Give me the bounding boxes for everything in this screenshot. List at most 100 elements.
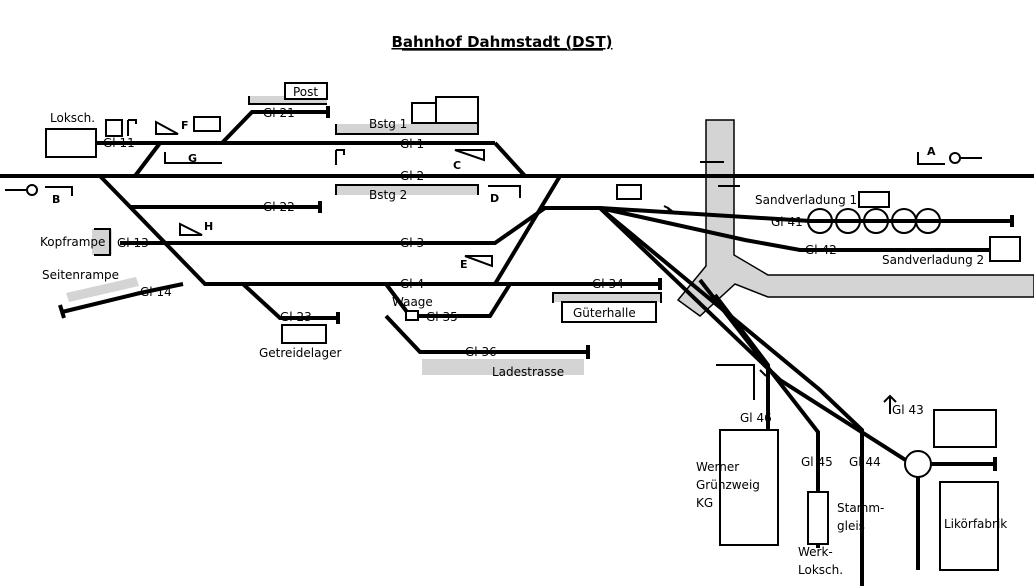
kopframpe-area — [92, 229, 112, 255]
signal-g-icon — [164, 152, 222, 164]
label-werner-line1: Werner — [696, 460, 739, 474]
signal-g-label: G — [188, 152, 197, 165]
label-sandverladung1: Sandverladung 1 — [755, 193, 857, 207]
label-loksch: Loksch. — [50, 111, 95, 125]
signal-b-icon — [5, 184, 73, 196]
signalbox-east — [616, 184, 642, 200]
label-gl22: Gl 22 — [263, 200, 295, 214]
label-stammgleis-line2: gleis — [837, 519, 865, 533]
gueterhalle-ramp — [553, 292, 661, 302]
platform-bstg2 — [336, 185, 478, 195]
signal-f-icon — [155, 120, 179, 135]
label-gl11: Gl 11 — [103, 136, 135, 150]
gueterhalle-edge — [552, 292, 662, 303]
gl1-signal-icon — [335, 149, 345, 165]
label-bstg2: Bstg 2 — [369, 188, 407, 202]
werkloksch-building — [807, 491, 829, 545]
ladestrasse-area — [422, 359, 584, 375]
turntable — [904, 450, 932, 478]
post-building — [284, 82, 328, 100]
signal-d-icon — [488, 185, 521, 198]
label-gl43: Gl 43 — [892, 403, 924, 417]
gl14-buffer — [58, 304, 66, 319]
track-gl42[interactable] — [599, 206, 1000, 252]
loksch-building — [45, 128, 97, 158]
track-gl35[interactable] — [384, 282, 512, 318]
gueterhalle-building — [561, 301, 657, 323]
label-getreidelager: Getreidelager — [259, 346, 341, 360]
track-gl14[interactable] — [61, 282, 184, 314]
track-gl36[interactable] — [384, 314, 588, 354]
track-gl44[interactable] — [598, 206, 864, 586]
label-gl42: Gl 42 — [805, 243, 837, 257]
sandverladung1-building — [858, 191, 890, 208]
track-gl1-west-switch[interactable] — [133, 141, 162, 178]
gl11-signal-icon — [127, 119, 137, 136]
label-gl35: Gl 35 — [426, 310, 458, 324]
label-gl21: Gl 21 — [263, 106, 295, 120]
tower-icon — [105, 119, 123, 137]
signal-h-icon — [179, 222, 203, 236]
getreidelager-building — [281, 324, 327, 344]
label-gl44: Gl 44 — [849, 455, 881, 469]
track-diag-west[interactable] — [98, 174, 495, 286]
gl43-arrow-icon — [883, 394, 897, 414]
label-gl41: Gl 41 — [771, 215, 803, 229]
sandverladung2-building — [989, 236, 1021, 262]
label-likoerfabrik: Likörfabrik — [944, 517, 1007, 531]
signal-b-label: B — [52, 193, 60, 206]
bstg1-building-large — [435, 96, 479, 124]
label-gl34: Gl 34 — [592, 277, 624, 291]
signal-c-icon — [454, 149, 485, 162]
label-werkloksch-line1: Werk- — [798, 545, 833, 559]
label-gl23: Gl 23 — [280, 310, 312, 324]
label-waage: Waage — [392, 295, 433, 309]
label-gl45: Gl 45 — [801, 455, 833, 469]
label-werner-line3: KG — [696, 496, 713, 510]
track-gl43[interactable] — [598, 206, 920, 570]
label-gl3: Gl 3 — [400, 236, 424, 250]
label-gl46: Gl 46 — [740, 411, 772, 425]
signalbox-f — [193, 116, 221, 132]
signal-a-label: A — [927, 145, 936, 158]
label-stammgleis-line1: Stamm- — [837, 501, 884, 515]
bstg1-building-small — [411, 102, 439, 124]
label-gl13: Gl 13 — [117, 236, 149, 250]
label-gl4: Gl 4 — [400, 277, 424, 291]
track-gl21[interactable] — [220, 110, 328, 145]
likoerfabrik-building — [939, 481, 999, 571]
seitenrampe-area — [66, 277, 139, 302]
track-gl1-east-switch[interactable] — [493, 141, 527, 178]
track-gl41[interactable] — [599, 206, 1012, 223]
bstg1-edge — [335, 124, 479, 135]
bstg2-edge — [335, 184, 479, 195]
label-post: Post — [293, 85, 318, 99]
track-gl3[interactable] — [150, 206, 600, 245]
signal-e-icon — [464, 255, 493, 268]
gl46-arrow-icon — [759, 369, 767, 377]
signal-d-label: D — [490, 192, 499, 205]
label-gl14: Gl 14 — [140, 285, 172, 299]
track-gl4-switch[interactable] — [493, 174, 562, 286]
signal-e-label: E — [460, 258, 468, 271]
waage-box — [405, 310, 419, 321]
gl41-arrow-icon — [663, 205, 677, 215]
label-gl1: Gl 1 — [400, 137, 424, 151]
platform-bstg1 — [336, 124, 478, 134]
post-platform-edge — [248, 96, 327, 105]
label-gl36: Gl 36 — [465, 345, 497, 359]
track-gl23[interactable] — [241, 282, 338, 320]
likoerfabrik-annex — [933, 409, 997, 448]
signal-f-label: F — [181, 119, 189, 132]
label-bstg1: Bstg 1 — [369, 117, 407, 131]
label-werkloksch-line2: Loksch. — [798, 563, 843, 577]
kopframpe-edge — [94, 228, 111, 256]
label-gueterhalle: Güterhalle — [573, 306, 636, 320]
label-kopframpe: Kopframpe — [40, 235, 105, 249]
signal-c-label: C — [453, 159, 461, 172]
label-gl2: Gl 2 — [400, 169, 424, 183]
label-werner-line2: Grünzweig — [696, 478, 760, 492]
sand-hoppers — [807, 208, 941, 234]
signal-h-label: H — [204, 220, 213, 233]
